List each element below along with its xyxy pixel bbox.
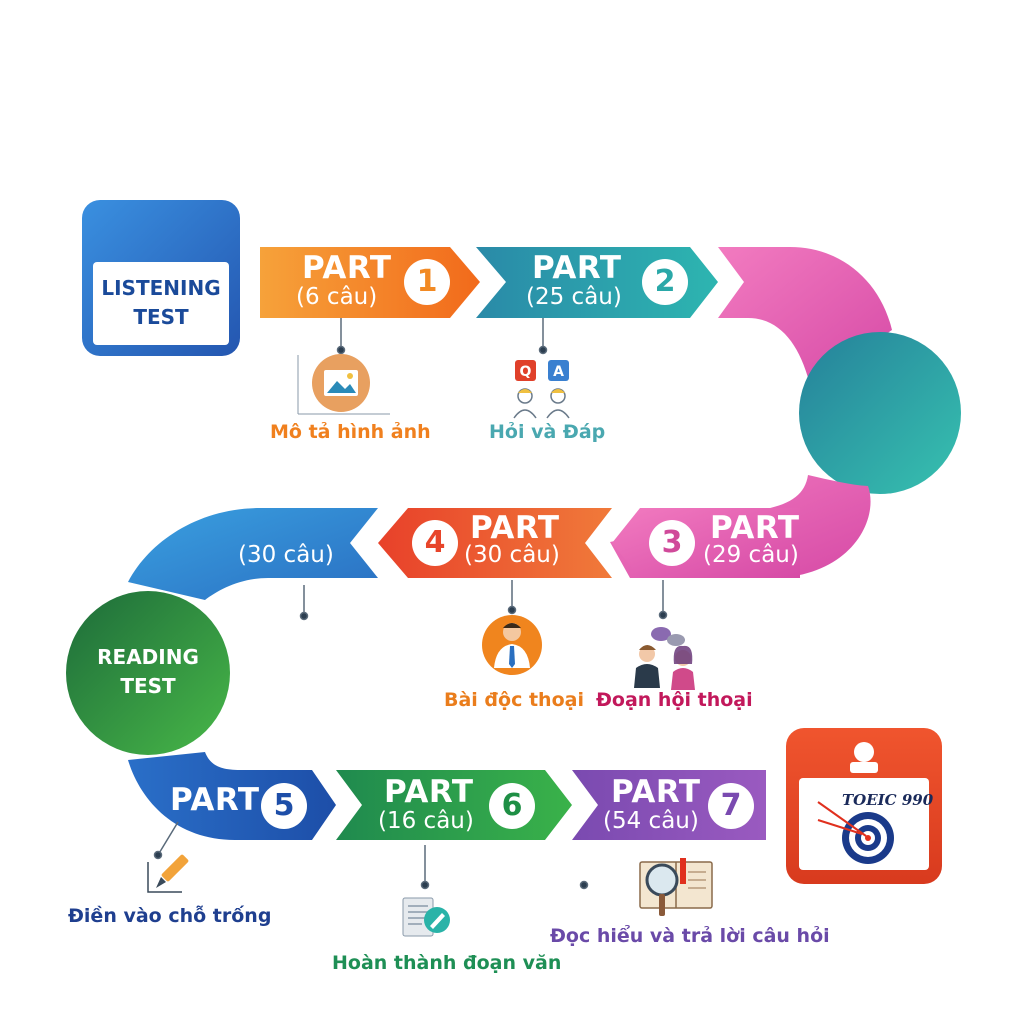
listening-test-box (82, 200, 240, 356)
part-6-number: 6 (489, 783, 535, 829)
part-2-count: (25 câu) (526, 284, 622, 310)
part-4-word: PART (470, 510, 560, 546)
part-3-number: 3 (649, 520, 695, 566)
part-3-count: (29 câu) (703, 542, 799, 568)
pencil-edit-icon (147, 854, 189, 893)
listening-test-line1: LISTENING (101, 276, 221, 300)
part-2-word: PART (532, 250, 622, 286)
part-6-word: PART (384, 774, 474, 810)
part-7-number: 7 (708, 783, 754, 829)
part-5-label: Điền vào chỗ trống (68, 905, 272, 927)
part-1-word: PART (302, 250, 392, 286)
part-4-label: Bài độc thoại (444, 689, 584, 711)
transition-circle (799, 332, 961, 494)
user-stamp-icon (850, 742, 878, 773)
part-5-word: PART (170, 782, 260, 818)
toeic-badge (786, 728, 942, 884)
qa-q-text: Q (520, 364, 532, 380)
part-4-number: 4 (412, 520, 458, 566)
part-3-word: PART (710, 510, 800, 546)
part-2-label: Hỏi và Đáp (489, 421, 606, 443)
question-answer-icon: Q A (513, 360, 570, 419)
part-4-count: (30 câu) (464, 542, 560, 568)
reading-test-line2: TEST (120, 674, 176, 698)
part-7-label: Đọc hiểu và trả lời câu hỏi (550, 925, 830, 947)
part-7-count: (54 câu) (603, 808, 699, 834)
book-magnifier-icon (639, 858, 713, 916)
listening-test-line2: TEST (133, 305, 189, 329)
part-7-word: PART (611, 774, 701, 810)
part-1-count: (6 câu) (296, 284, 378, 310)
part-1-number: 1 (404, 259, 450, 305)
part-5-count: (30 câu) (238, 542, 334, 568)
target-icon (817, 801, 894, 864)
listening-test-title: LISTENING TEST (93, 274, 229, 332)
reading-test-circle (66, 591, 230, 755)
toeic-badge-text: TOEIC 990 (842, 791, 934, 809)
conversation-icon (634, 627, 695, 690)
connectors (153, 318, 668, 890)
curve-left-top (128, 508, 378, 600)
part-5-number: 5 (261, 783, 307, 829)
picture-icon (297, 354, 390, 415)
part-1-label: Mô tả hình ảnh (270, 421, 431, 443)
part-6-label: Hoàn thành đoạn văn (332, 952, 562, 974)
part-2-number: 2 (642, 259, 688, 305)
presenter-icon (482, 615, 542, 675)
part-3-label: Đoạn hội thoại (596, 689, 753, 711)
document-icon (402, 897, 450, 937)
qa-a-text: A (553, 364, 564, 380)
reading-test-title: READING TEST (70, 643, 226, 701)
reading-test-line1: READING (97, 645, 199, 669)
part-6-count: (16 câu) (378, 808, 474, 834)
